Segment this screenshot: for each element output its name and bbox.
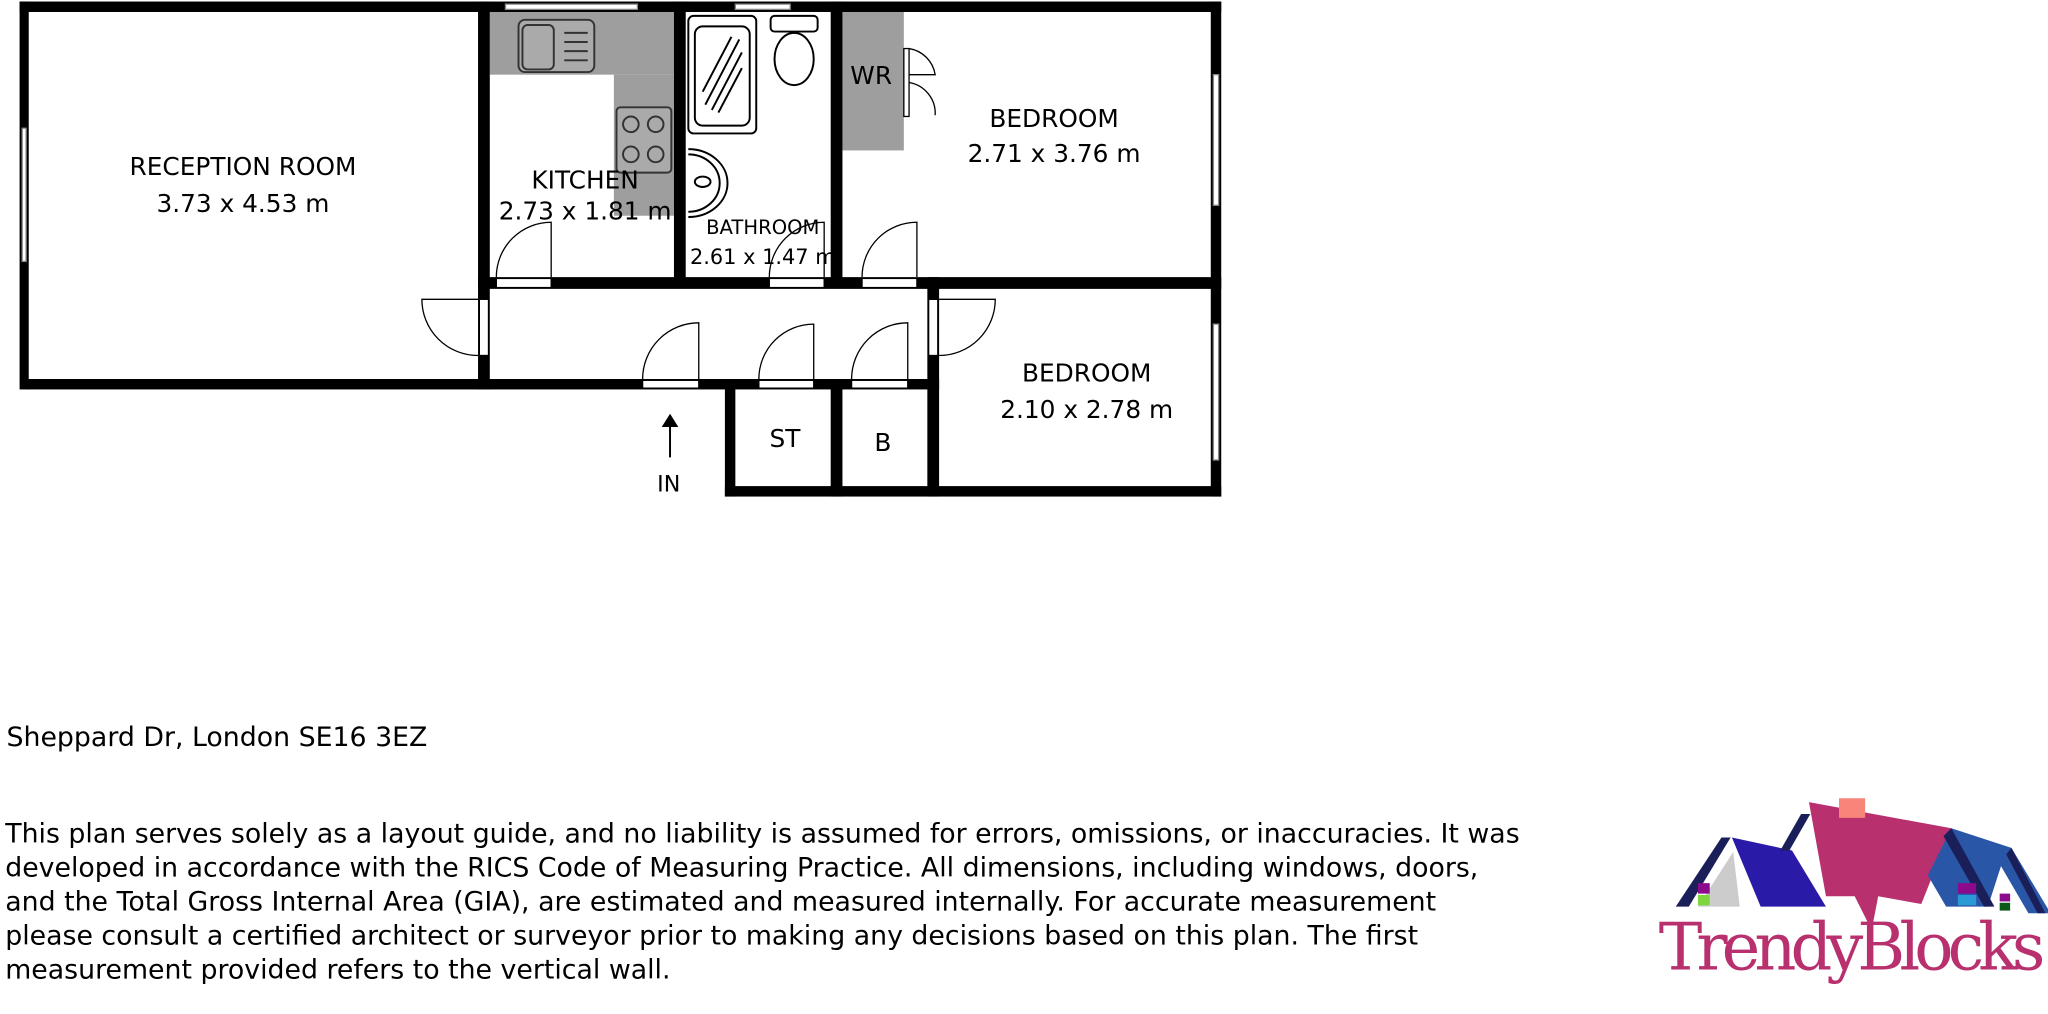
basin-icon (688, 148, 729, 219)
entrance-arrow-icon (661, 413, 679, 458)
shower-icon (687, 14, 758, 135)
door-entrance (641, 379, 700, 389)
disclaimer-line: developed in accordance with the RICS Co… (5, 853, 1478, 884)
room-dims-bathroom: 2.61 x 1.47 m (690, 245, 836, 269)
door-kitchen (495, 277, 552, 289)
sink-icon (517, 18, 596, 74)
disclaimer-line: please consult a certified architect or … (5, 921, 1418, 952)
window (1212, 74, 1220, 206)
room-name-bathroom: BATHROOM (706, 216, 819, 239)
door-reception (478, 298, 490, 357)
toilet-icon (769, 14, 819, 87)
room-name-wardrobe: WR (850, 61, 892, 90)
window (1212, 323, 1220, 461)
trendyblocks-logo: TrendyBlocks (1659, 798, 2048, 985)
room-name-bedroom2: BEDROOM (1022, 359, 1151, 388)
disclaimer-line: This plan serves solely as a layout guid… (4, 819, 1519, 850)
hob-icon (615, 106, 673, 174)
floor-plan: RECEPTION ROOM 3.73 x 4.53 m KITCHEN 2.7… (19, 1, 1222, 497)
logo-text: TrendyBlocks (1659, 909, 2046, 985)
window (504, 3, 639, 11)
window (734, 3, 791, 11)
wardrobe-fill (842, 11, 904, 151)
window (21, 127, 27, 263)
disclaimer: This plan serves solely as a layout guid… (4, 819, 1519, 986)
door-boiler (850, 379, 909, 389)
door-bedroom2 (928, 298, 939, 357)
room-name-reception: RECEPTION ROOM (129, 152, 356, 181)
room-dims-kitchen: 2.73 x 1.81 m (499, 197, 672, 226)
doors (421, 47, 996, 389)
room-dims-bedroom2: 2.10 x 2.78 m (1000, 395, 1173, 424)
room-name-storage: ST (770, 424, 802, 453)
room-name-bedroom1: BEDROOM (989, 104, 1118, 133)
door-storage (758, 379, 815, 389)
room-name-kitchen: KITCHEN (531, 165, 638, 194)
room-name-boiler: B (874, 428, 891, 457)
windows (21, 3, 1220, 461)
door-bedroom1 (861, 277, 918, 289)
room-dims-bedroom1: 2.71 x 3.76 m (968, 139, 1141, 168)
entrance-label: IN (657, 471, 680, 497)
address: Sheppard Dr, London SE16 3EZ (7, 722, 428, 753)
room-dims-reception: 3.73 x 4.53 m (156, 189, 329, 218)
wardrobe-door (903, 47, 910, 118)
disclaimer-line: and the Total Gross Internal Area (GIA),… (5, 887, 1436, 918)
door-bathroom (768, 277, 825, 289)
disclaimer-line: measurement provided refers to the verti… (5, 955, 670, 986)
